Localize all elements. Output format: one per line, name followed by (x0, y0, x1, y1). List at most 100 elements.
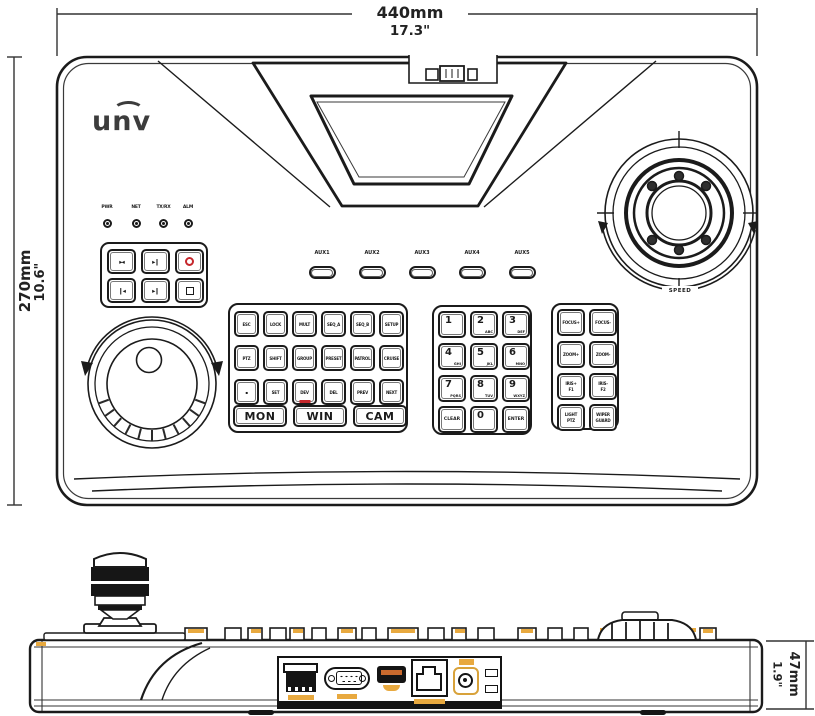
reverse-play-icon: ▸◂ (119, 257, 124, 266)
aux3-label: AUX3 (414, 250, 430, 256)
aux5-button (508, 266, 536, 279)
key-setup: SETUP (379, 311, 404, 337)
aux5-label: AUX5 (514, 250, 530, 256)
db9-pins-row1 (339, 675, 360, 678)
depth-dimension-mm: 47mm (785, 646, 801, 703)
key-label: PATROL (354, 355, 371, 361)
terminal-block-pins (288, 687, 314, 691)
key-label: LIGHT (564, 411, 578, 417)
key-preset: PRESET (321, 345, 346, 371)
key-label: SHIFT (269, 355, 282, 361)
key-sublabel: ABC (485, 330, 493, 334)
key-set: SET (263, 379, 288, 405)
key-iris-minus-f2: IRIS-F2 (589, 373, 617, 400)
key-ptz: PTZ (234, 345, 259, 371)
aux1-button (308, 266, 336, 279)
db9-pins-row2 (341, 680, 358, 683)
key-label: IRIS+ (565, 380, 577, 386)
key-group: GROUP (292, 345, 317, 371)
db9-label (337, 694, 357, 699)
key-label: CRUISE (383, 355, 400, 361)
height-dimension-inch: 10.6" (33, 257, 49, 308)
key-0: 0 (470, 406, 498, 433)
mini-usb-contact (381, 670, 402, 675)
playback-keypad: ▸◂ ▸❙ ❙◂ ▸❙ (100, 242, 208, 308)
key-lock: LOCK (263, 311, 288, 337)
key-win: WIN (293, 405, 347, 427)
key-focus-minus: FOCUS- (589, 309, 617, 336)
aux2-label: AUX2 (364, 250, 380, 256)
db9-screw-left (328, 675, 335, 682)
key-label: CAM (365, 409, 395, 423)
key-label: SEQ_A (326, 321, 341, 327)
key-zoom-minus: ZOOM- (589, 341, 617, 368)
width-dimension-mm: 440mm (370, 4, 450, 22)
key-seq-b: SEQ_B (350, 311, 375, 337)
dev-red-indicator (299, 400, 310, 403)
key-1: 1 (438, 311, 466, 338)
key-sublabel: F1 (568, 386, 574, 392)
key-label: MULT (298, 321, 311, 327)
key-label: SETUP (384, 321, 399, 327)
jog-shuttle-dial (81, 316, 223, 449)
prev-segment-key: ❙◂ (107, 278, 136, 303)
key-label: ZOOM+ (562, 351, 580, 357)
key-label: 6 (509, 347, 516, 358)
panel-tab-upper (485, 669, 498, 677)
key-sublabel: MNO (515, 362, 525, 366)
key-label: FOCUS- (595, 319, 611, 325)
next-segment-icon: ▸❙ (152, 286, 160, 295)
key-label: MON (244, 409, 276, 423)
main-keypad: ESC LOCK MULT SEQ_A SEQ_B SETUP PTZ SHIF… (228, 303, 408, 433)
key-iris-plus-f1: IRIS+F1 (557, 373, 585, 400)
db9-serial-port (324, 667, 370, 690)
key-label: 0 (477, 410, 484, 421)
key-label: PREV (356, 389, 369, 395)
key-label: 8 (477, 379, 484, 390)
key-cam: CAM (353, 405, 407, 427)
key-patrol: PATROL (350, 345, 375, 371)
next-segment-key: ▸❙ (141, 278, 170, 303)
stop-key (175, 278, 204, 303)
reverse-play-key: ▸◂ (107, 249, 136, 274)
key-label: NEXT (385, 389, 398, 395)
key-label: DEV (300, 389, 309, 395)
db9-screw-right (359, 675, 366, 682)
aux3-button (408, 266, 436, 279)
led-label-pwr: PWR (101, 205, 113, 210)
depth-dimension-inch: 1.9" (770, 652, 784, 697)
key-shift: SHIFT (263, 345, 288, 371)
rj45-jack-icon (416, 666, 442, 691)
key-mult: MULT (292, 311, 317, 337)
key-label: 3 (509, 315, 516, 326)
alm-led-icon (183, 219, 193, 228)
mini-usb-port (377, 666, 406, 683)
key-label: 5 (477, 347, 484, 358)
rj45-label (414, 699, 445, 704)
key-label: CLEAR (443, 417, 461, 422)
height-dimension-mm: 270mm (15, 249, 34, 313)
key-label: ▪ (245, 389, 248, 395)
key-label: LOCK (269, 321, 282, 327)
led-label-net: NET (131, 205, 141, 210)
key-sublabel: TUV (485, 394, 493, 398)
aux1-label: AUX1 (314, 250, 330, 256)
key-label: 4 (445, 347, 452, 358)
key-sublabel: PQRS (450, 394, 461, 398)
record-icon (185, 257, 194, 266)
joystick-top-view (597, 131, 758, 295)
stop-icon (185, 286, 194, 295)
key-prev: PREV (350, 379, 375, 405)
key-label: 9 (509, 379, 516, 390)
key-cruise: CRUISE (379, 345, 404, 371)
led-label-alm: ALM (182, 205, 194, 210)
play-pause-icon: ▸❙ (152, 257, 160, 266)
